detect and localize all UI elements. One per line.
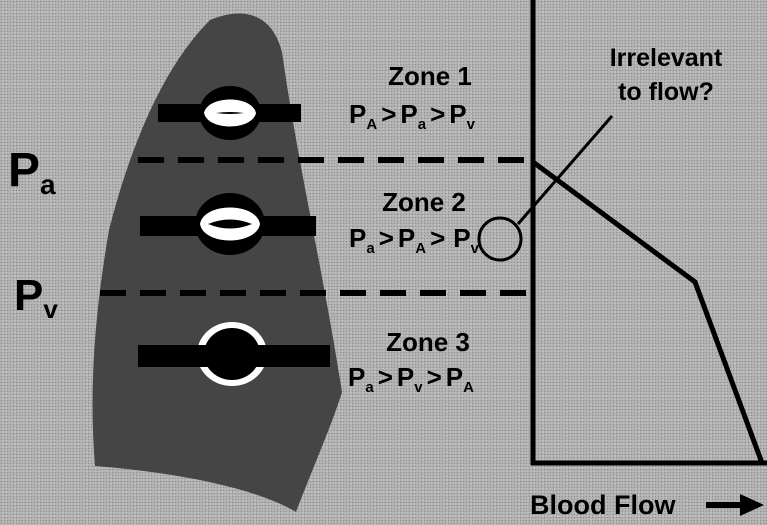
- zone-1-title: Zone 1: [388, 61, 472, 91]
- zone-3-inequality: Pa>Pv>PA: [348, 362, 474, 396]
- lung-silhouette: [93, 14, 342, 512]
- annotation-line-1: Irrelevant: [610, 44, 723, 72]
- blood-flow-label: Blood Flow: [530, 490, 676, 520]
- zone-2-inequality: Pa>PA>Pv: [349, 223, 480, 257]
- zone-2-title: Zone 2: [382, 187, 466, 217]
- venous-pressure-label: Pv: [14, 271, 58, 324]
- irrelevant-pv-circle: [479, 218, 521, 260]
- zone-1-inequality: PA>Pa>Pv: [349, 99, 476, 133]
- zone-3-title: Zone 3: [386, 327, 470, 357]
- arterial-pressure-label: Pa: [8, 144, 56, 200]
- blood-flow-curve: [533, 162, 762, 463]
- annotation-line-2: to flow?: [618, 78, 714, 106]
- right-arrow-icon: [706, 494, 764, 516]
- zone-3-vessel-lumen: [204, 328, 260, 380]
